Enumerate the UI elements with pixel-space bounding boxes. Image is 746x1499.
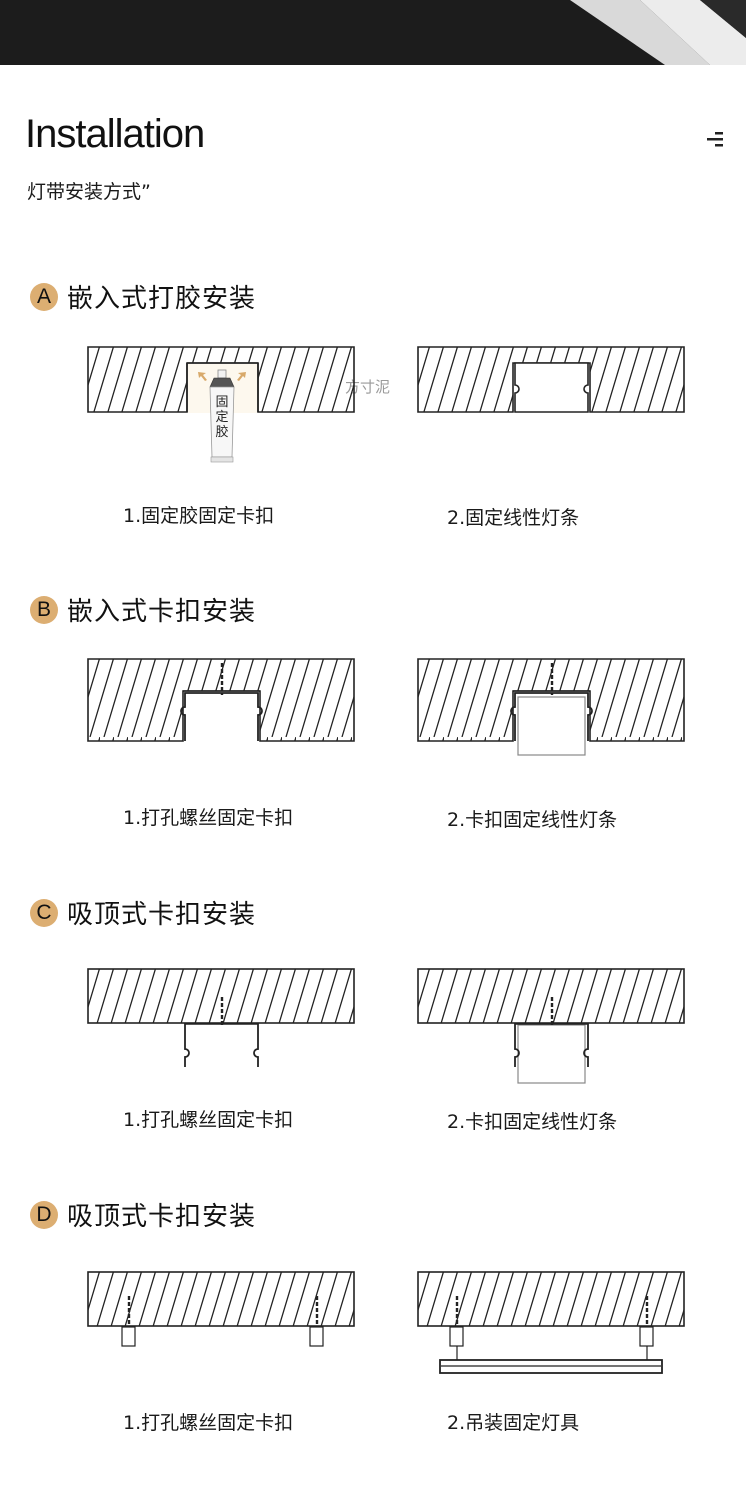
watermark: 方寸泥 bbox=[345, 378, 391, 396]
light-strip-icon bbox=[517, 696, 586, 756]
clip-icon bbox=[449, 1326, 464, 1347]
hero-light-strip-graphic bbox=[0, 0, 746, 65]
diagram-c2-clip-strip bbox=[417, 968, 685, 1084]
page-subtitle: 灯带安装方式” bbox=[27, 181, 151, 203]
diagram-c1-screw-clip bbox=[87, 968, 355, 1067]
clip-icon bbox=[309, 1326, 324, 1347]
section-title: 吸顶式卡扣安装 bbox=[67, 900, 257, 930]
diagram-d1-screw-clips bbox=[87, 1271, 355, 1347]
hero-banner bbox=[0, 0, 746, 65]
section-badge: C bbox=[30, 898, 58, 927]
diagram-b2-clip-strip bbox=[417, 658, 685, 756]
section-badge: A bbox=[30, 282, 58, 311]
diagram-a1-glue-clip bbox=[87, 346, 355, 463]
section-c-heading: C 吸顶式卡扣安装 bbox=[30, 894, 256, 931]
section-d-heading: D 吸顶式卡扣安装 bbox=[30, 1196, 256, 1233]
section-title: 吸顶式卡扣安装 bbox=[67, 1202, 257, 1232]
step-caption: 2.卡扣固定线性灯条 bbox=[447, 1111, 618, 1133]
section-title: 嵌入式打胶安装 bbox=[67, 284, 257, 314]
step-caption: 1.固定胶固定卡扣 bbox=[123, 505, 275, 527]
step-caption: 2.吊装固定灯具 bbox=[447, 1412, 580, 1434]
section-b-heading: B 嵌入式卡扣安装 bbox=[30, 591, 256, 628]
diagram-d2-suspended-fixture bbox=[417, 1271, 685, 1374]
diagram-b1-screw-clip bbox=[87, 658, 355, 742]
light-strip-icon bbox=[517, 1024, 586, 1084]
glue-tube-label: 固定胶 bbox=[215, 395, 229, 440]
step-caption: 1.打孔螺丝固定卡扣 bbox=[123, 1412, 294, 1434]
section-a-heading: A 嵌入式打胶安装 bbox=[30, 278, 256, 315]
clip-icon bbox=[121, 1326, 136, 1347]
step-caption: 2.固定线性灯条 bbox=[447, 507, 580, 529]
page-title: Installation bbox=[25, 112, 205, 156]
menu-icon[interactable] bbox=[707, 128, 727, 150]
section-badge: B bbox=[30, 595, 58, 624]
section-title: 嵌入式卡扣安装 bbox=[67, 597, 257, 627]
step-caption: 1.打孔螺丝固定卡扣 bbox=[123, 1109, 294, 1131]
clip-icon bbox=[639, 1326, 654, 1347]
glue-tube-icon bbox=[209, 369, 235, 463]
section-badge: D bbox=[30, 1200, 58, 1229]
diagram-a2-fix-strip bbox=[417, 346, 685, 413]
step-caption: 2.卡扣固定线性灯条 bbox=[447, 809, 618, 831]
step-caption: 1.打孔螺丝固定卡扣 bbox=[123, 807, 294, 829]
glue-arrow-icon bbox=[198, 372, 246, 381]
